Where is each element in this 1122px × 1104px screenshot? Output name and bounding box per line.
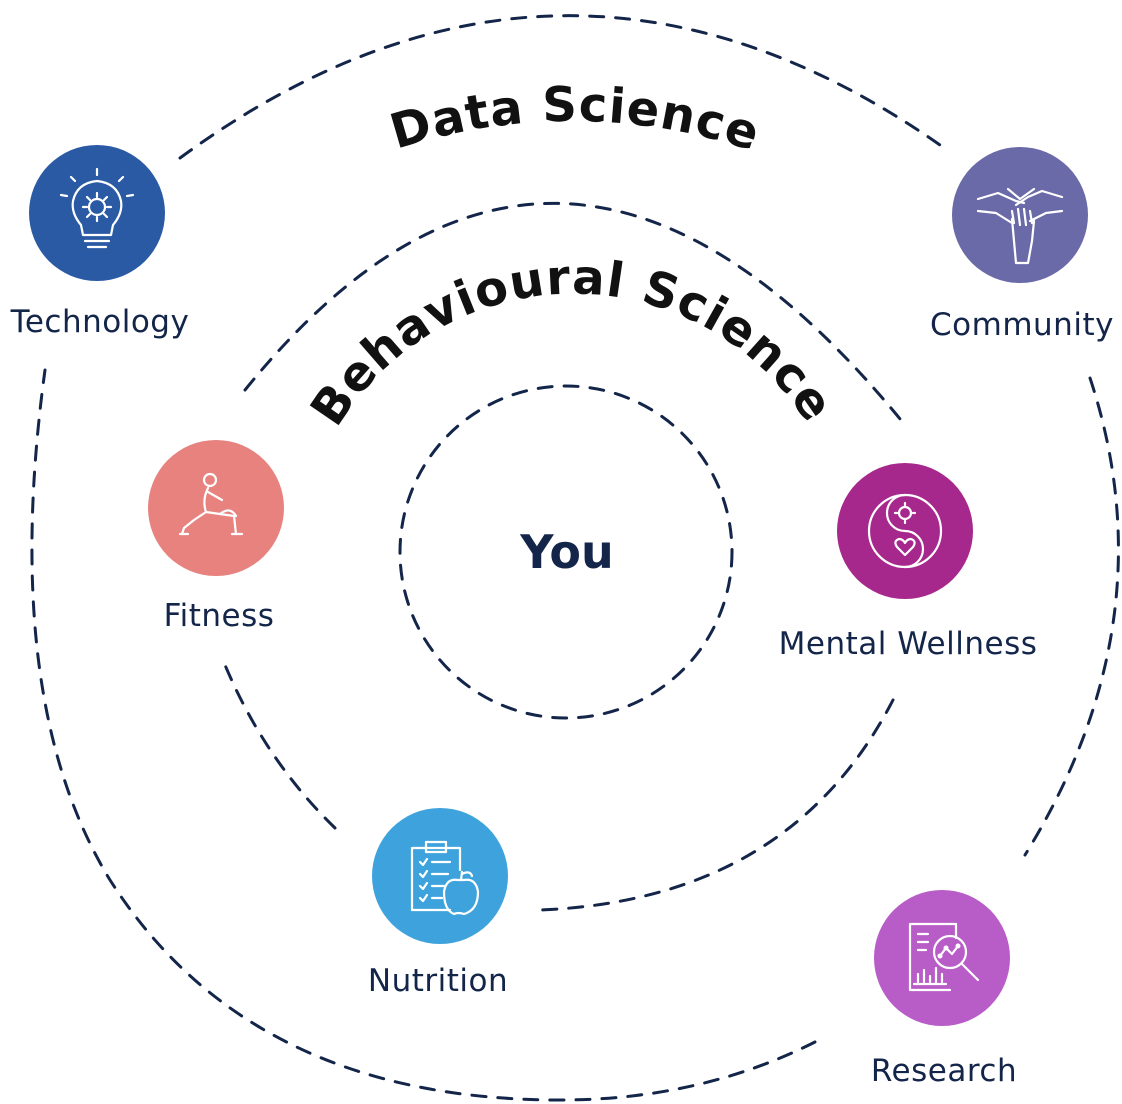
yin-yang-heart-gear-icon	[867, 493, 943, 569]
outer-ring	[30, 14, 1120, 1102]
research-label: Research	[871, 1053, 1017, 1089]
document-magnifier-icon	[908, 922, 980, 992]
fitness-circle	[148, 440, 284, 576]
nutrition-circle	[372, 808, 508, 944]
lightbulb-gear-icon	[59, 167, 135, 249]
behavioural-science-label: Behavioural Science	[300, 249, 845, 435]
node-nutrition[interactable]: Nutrition	[368, 808, 508, 999]
inner-ring	[398, 384, 734, 720]
center-label: You	[519, 525, 613, 579]
node-community[interactable]: Community	[930, 147, 1114, 343]
lunge-exercise-icon	[178, 472, 244, 536]
fitness-label: Fitness	[164, 598, 275, 634]
joined-hands-icon	[976, 187, 1064, 265]
middle-ring	[223, 201, 907, 912]
technology-circle	[29, 145, 165, 281]
community-label: Community	[930, 307, 1114, 343]
research-circle	[874, 890, 1010, 1026]
node-technology[interactable]: Technology	[10, 145, 190, 340]
clipboard-apple-icon	[410, 840, 480, 916]
community-circle	[952, 147, 1088, 283]
data-science-label: Data Science	[384, 77, 767, 163]
mental-wellness-label: Mental Wellness	[779, 626, 1038, 662]
nutrition-label: Nutrition	[368, 963, 508, 999]
node-research[interactable]: Research	[871, 890, 1017, 1089]
technology-label: Technology	[10, 304, 190, 340]
node-mental-wellness[interactable]: Mental Wellness	[779, 463, 1038, 662]
node-fitness[interactable]: Fitness	[148, 440, 284, 634]
